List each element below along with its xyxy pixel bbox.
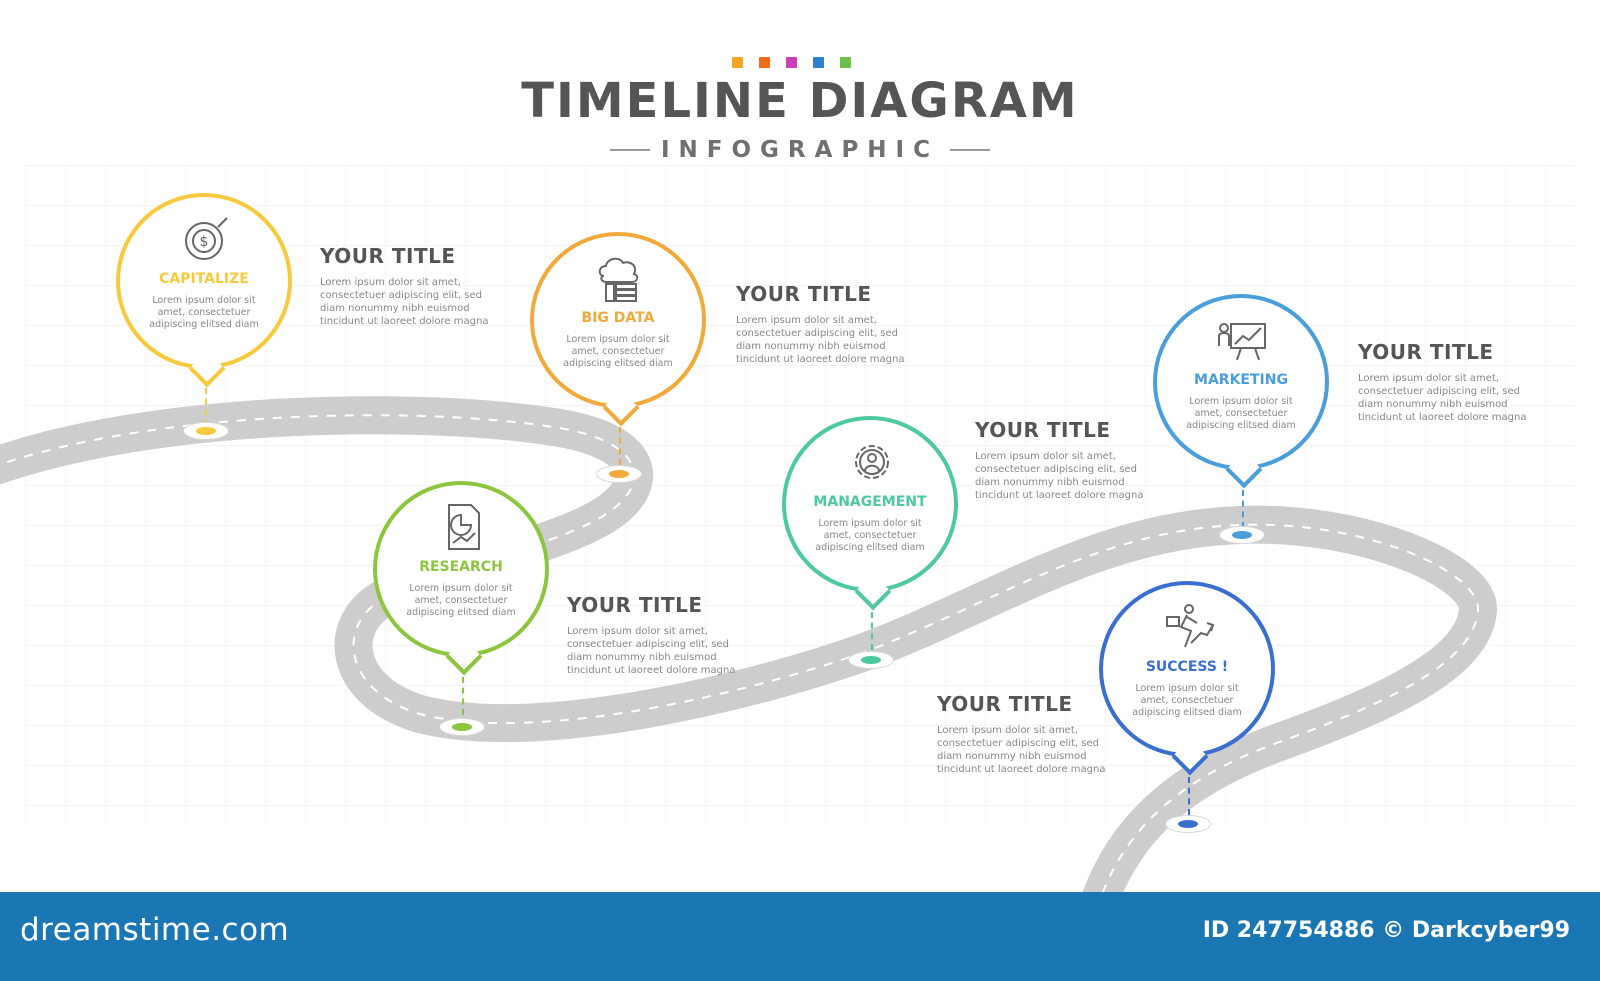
- step-pin-big-data: BIG DATA Lorem ipsum dolor sit amet, con…: [530, 232, 710, 427]
- block-text: Lorem ipsum dolor sit amet, consectetuer…: [736, 315, 905, 365]
- step-pin-success: SUCCESS ! Lorem ipsum dolor sit amet, co…: [1099, 581, 1279, 776]
- page-subtitle: INFOGRAPHIC: [660, 137, 939, 163]
- dollar-target-icon: $: [185, 217, 228, 260]
- step-description: Lorem ipsum dolor sit amet, consectetuer…: [563, 334, 673, 369]
- step-pin-research: RESEARCH Lorem ipsum dolor sit amet, con…: [373, 481, 553, 676]
- pin-circle: [530, 232, 706, 408]
- color-dot: [813, 57, 824, 68]
- step-description: Lorem ipsum dolor sit amet, consectetuer…: [149, 295, 259, 330]
- block-title: YOUR TITLE: [736, 282, 872, 306]
- step-label: CAPITALIZE: [159, 271, 249, 287]
- pin-circle: [373, 481, 549, 657]
- marker-dot: [196, 427, 216, 435]
- color-dot: [732, 57, 743, 68]
- title-block-6: YOUR TITLE Lorem ipsum dolor sit amet, c…: [937, 692, 1117, 776]
- marker-dot: [861, 656, 881, 664]
- road-marker: [184, 423, 228, 439]
- block-text: Lorem ipsum dolor sit amet, consectetuer…: [1358, 373, 1527, 423]
- road-marker: [1220, 527, 1264, 543]
- block-title: YOUR TITLE: [567, 593, 703, 617]
- step-label: MANAGEMENT: [813, 494, 927, 510]
- color-dot: [840, 57, 851, 68]
- step-label: RESEARCH: [419, 559, 503, 575]
- block-title: YOUR TITLE: [937, 692, 1073, 716]
- block-text: Lorem ipsum dolor sit amet, consectetuer…: [567, 626, 736, 676]
- step-label: SUCCESS !: [1145, 659, 1229, 675]
- divider: [950, 149, 991, 151]
- step-pin-marketing: MARKETING Lorem ipsum dolor sit amet, co…: [1153, 294, 1333, 489]
- color-dot: [786, 57, 797, 68]
- road-marker: [849, 652, 893, 668]
- running-businessman-icon: [1166, 604, 1215, 648]
- road-marker: [440, 719, 484, 735]
- step-description: Lorem ipsum dolor sit amet, consectetuer…: [406, 583, 516, 618]
- footer-bar: dreamstime.com ID 247754886 © Darkcyber9…: [0, 892, 1600, 981]
- title-block-4: YOUR TITLE Lorem ipsum dolor sit amet, c…: [975, 418, 1155, 502]
- block-title: YOUR TITLE: [320, 244, 456, 268]
- pin-stem: [1242, 490, 1244, 528]
- step-pin-capitalize: $ CAPITALIZE Lorem ipsum dolor sit amet,…: [116, 193, 296, 388]
- block-title: YOUR TITLE: [975, 418, 1111, 442]
- block-title: YOUR TITLE: [1358, 340, 1494, 364]
- step-label: BIG DATA: [581, 310, 655, 326]
- gear-person-icon: [855, 445, 889, 479]
- page-title: TIMELINE DIAGRAM: [521, 73, 1079, 129]
- pin-stem: [1188, 777, 1190, 815]
- step-description: Lorem ipsum dolor sit amet, consectetuer…: [1186, 396, 1296, 431]
- step-pin-management: MANAGEMENT Lorem ipsum dolor sit amet, c…: [782, 416, 962, 611]
- title-block-3: YOUR TITLE Lorem ipsum dolor sit amet, c…: [567, 593, 747, 677]
- pin-stem: [871, 612, 873, 650]
- title-block-1: YOUR TITLE Lorem ipsum dolor sit amet, c…: [320, 244, 500, 328]
- marker-dot: [1178, 820, 1198, 828]
- block-text: Lorem ipsum dolor sit amet, consectetuer…: [975, 451, 1144, 501]
- block-text: Lorem ipsum dolor sit amet, consectetuer…: [937, 725, 1106, 775]
- brand-logo: dreamstime.com: [20, 912, 290, 948]
- presentation-board-icon: [1218, 323, 1266, 361]
- step-description: Lorem ipsum dolor sit amet, consectetuer…: [815, 518, 925, 553]
- title-block-5: YOUR TITLE Lorem ipsum dolor sit amet, c…: [1358, 340, 1538, 424]
- subtitle-row: INFOGRAPHIC: [0, 137, 1600, 163]
- marker-dot: [609, 470, 629, 478]
- header-color-dots: [732, 57, 851, 68]
- pin-stem: [205, 388, 207, 426]
- marker-dot: [452, 723, 472, 731]
- road-marker: [1166, 816, 1210, 832]
- pin-circle: [1099, 581, 1275, 757]
- report-chart-icon: [448, 504, 480, 550]
- pin-stem: [462, 677, 464, 715]
- color-dot: [759, 57, 770, 68]
- step-description: Lorem ipsum dolor sit amet, consectetuer…: [1132, 683, 1242, 718]
- road-marker: [597, 466, 641, 482]
- cloud-database-icon: [598, 257, 639, 302]
- divider: [609, 149, 650, 151]
- svg-text:$: $: [200, 234, 209, 250]
- marker-dot: [1232, 531, 1252, 539]
- image-id-credit: ID 247754886 © Darkcyber99: [1202, 918, 1570, 943]
- block-text: Lorem ipsum dolor sit amet, consectetuer…: [320, 277, 489, 327]
- pin-stem: [619, 427, 621, 465]
- title-block-2: YOUR TITLE Lorem ipsum dolor sit amet, c…: [736, 282, 916, 366]
- step-label: MARKETING: [1194, 372, 1288, 388]
